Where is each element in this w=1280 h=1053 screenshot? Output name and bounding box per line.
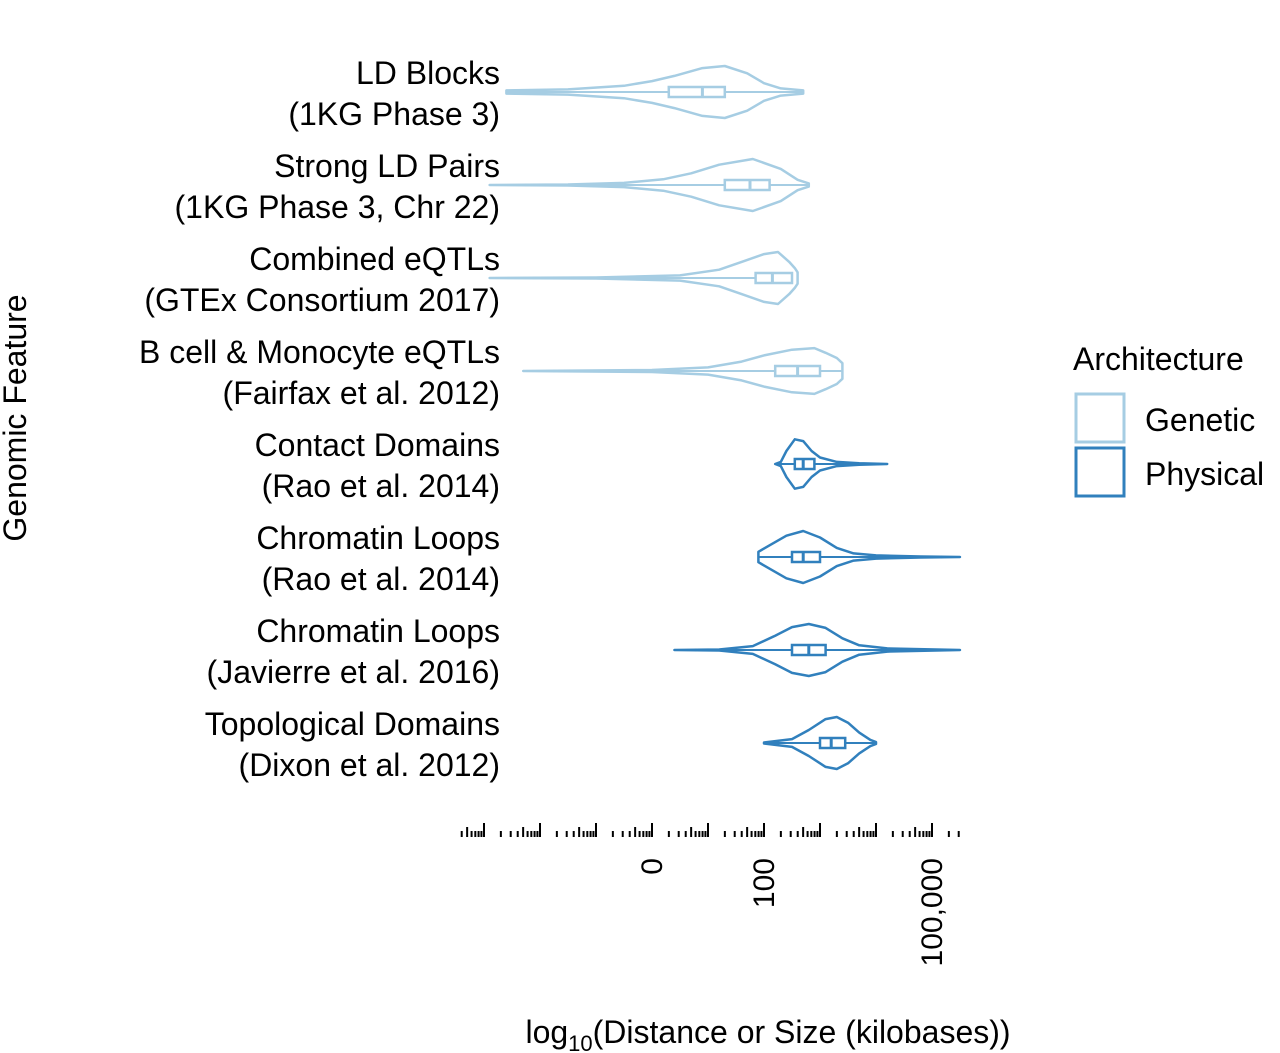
- violin-1: [488, 157, 811, 213]
- violin-7: [762, 715, 878, 771]
- violin-2: [488, 250, 799, 306]
- legend: Architecture Genetic Physical: [1073, 341, 1264, 498]
- feature-label-5-line1: Chromatin Loops: [256, 520, 500, 556]
- violin-4: [773, 438, 889, 490]
- feature-label-7-line1: Topological Domains: [205, 706, 500, 742]
- feature-label-6-line2: (Javierre et al. 2016): [207, 654, 500, 690]
- legend-label-physical: Physical: [1145, 456, 1264, 492]
- violin-6: [673, 622, 962, 678]
- feature-label-4-line2: (Rao et al. 2014): [262, 468, 500, 504]
- legend-key-genetic: [1074, 392, 1126, 444]
- violin-box-0: [667, 85, 727, 99]
- feature-label-1-line1: Strong LD Pairs: [274, 148, 500, 184]
- feature-label-6-line1: Chromatin Loops: [256, 613, 500, 649]
- legend-label-genetic: Genetic: [1145, 402, 1255, 438]
- x-axis-tick-labels: 0 100 100,000: [636, 858, 949, 966]
- feature-label-4-line1: Contact Domains: [255, 427, 500, 463]
- violin-5: [757, 529, 962, 585]
- x-tick-label-2: 100,000: [916, 858, 949, 966]
- feature-label-2-line1: Combined eQTLs: [249, 241, 500, 277]
- violins: [488, 64, 962, 771]
- x-axis-label: log10(Distance or Size (kilobases)): [525, 1014, 1010, 1053]
- feature-label-5-line2: (Rao et al. 2014): [262, 561, 500, 597]
- feature-label-0-line1: LD Blocks: [356, 55, 500, 91]
- violin-0: [505, 64, 805, 120]
- feature-label-7-line2: (Dixon et al. 2012): [239, 747, 500, 783]
- violin-box-5: [790, 550, 822, 564]
- x-tick-label-0: 0: [636, 858, 669, 875]
- violin-box-1: [723, 178, 771, 192]
- feature-label-0-line2: (1KG Phase 3): [288, 96, 500, 132]
- violin-3: [521, 346, 844, 396]
- legend-key-physical: [1074, 446, 1126, 498]
- legend-title: Architecture: [1073, 341, 1244, 377]
- feature-label-1-line2: (1KG Phase 3, Chr 22): [175, 189, 500, 225]
- x-tick-label-1: 100: [748, 858, 781, 908]
- feature-label-2-line2: (GTEx Consortium 2017): [144, 282, 500, 318]
- y-axis-label: Genomic Feature: [0, 294, 33, 541]
- feature-label-3-line2: (Fairfax et al. 2012): [223, 375, 500, 411]
- x-axis-ticks: [460, 823, 960, 837]
- feature-labels: LD Blocks (1KG Phase 3) Strong LD Pairs (1K…: [139, 55, 500, 783]
- feature-label-3-line1: B cell & Monocyte eQTLs: [139, 334, 500, 370]
